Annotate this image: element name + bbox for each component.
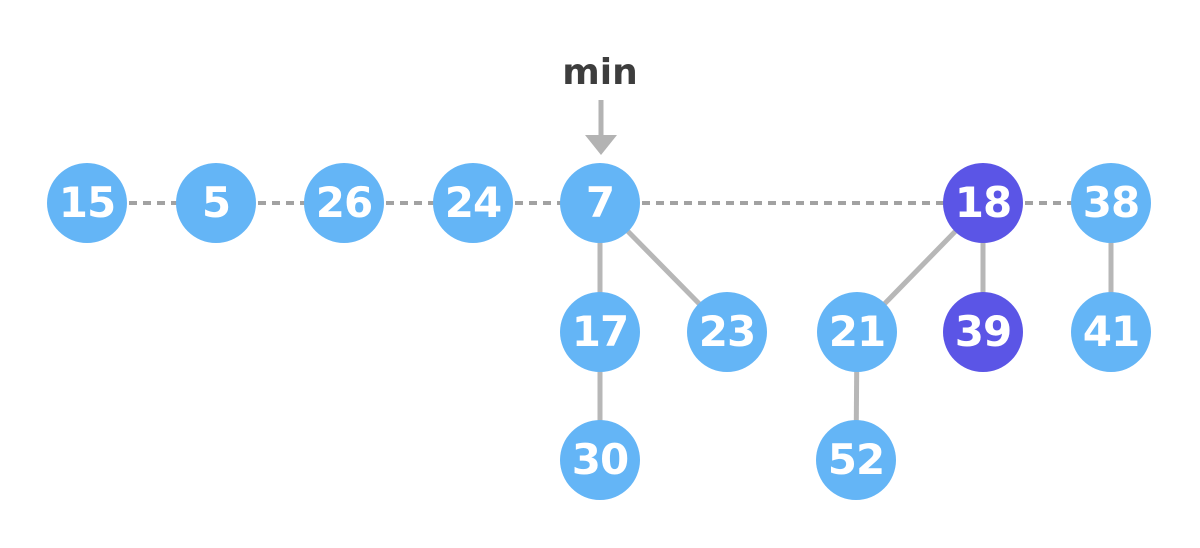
heap-node-24: 24 <box>433 163 513 243</box>
heap-node-23: 23 <box>687 292 767 372</box>
heap-node-21: 21 <box>817 292 897 372</box>
heap-node-38: 38 <box>1071 163 1151 243</box>
heap-node-7: 7 <box>560 163 640 243</box>
heap-node-39: 39 <box>943 292 1023 372</box>
heap-node-18: 18 <box>943 163 1023 243</box>
heap-node-26: 26 <box>304 163 384 243</box>
heap-node-15: 15 <box>47 163 127 243</box>
heap-node-41: 41 <box>1071 292 1151 372</box>
heap-node-30: 30 <box>560 420 640 500</box>
min-pointer-label: min <box>562 52 638 93</box>
heap-node-52: 52 <box>816 420 896 500</box>
heap-node-5: 5 <box>176 163 256 243</box>
heap-node-17: 17 <box>560 292 640 372</box>
min-arrow-icon <box>585 100 617 155</box>
